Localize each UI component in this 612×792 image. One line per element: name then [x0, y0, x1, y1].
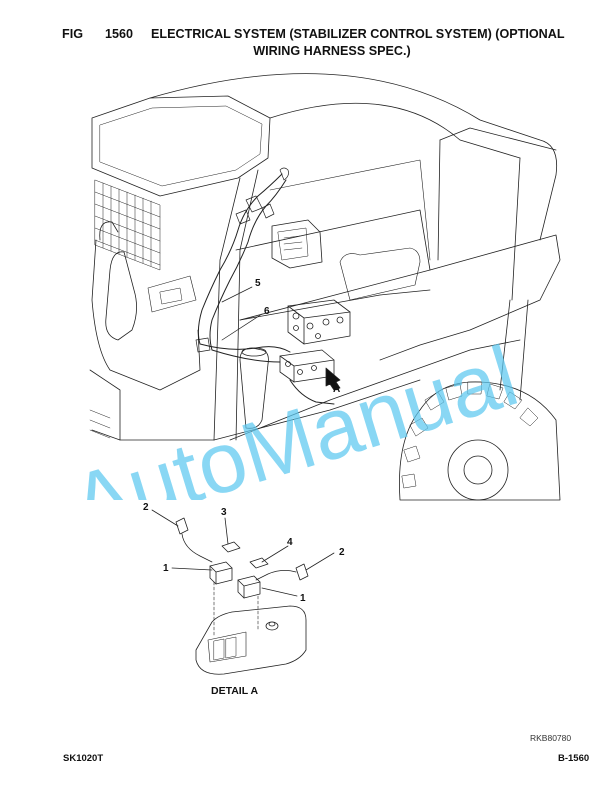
stabilizer-valve-block [279, 299, 351, 383]
callout-1-right: 1 [300, 593, 306, 604]
callout-4: 4 [287, 537, 293, 548]
figure-title-line-1: ELECTRICAL SYSTEM (STABILIZER CONTROL SY… [151, 27, 565, 41]
callout-2-left: 2 [143, 502, 149, 513]
fig-label: FIG [62, 27, 83, 41]
callout-5: 5 [255, 278, 261, 289]
header-line-1: FIG 1560 ELECTRICAL SYSTEM (STABILIZER CON… [62, 27, 565, 41]
callout-2-right: 2 [339, 547, 345, 558]
callout-3: 3 [221, 507, 227, 518]
footer-page-number: B-1560 [558, 753, 590, 764]
detail-a-caption: DETAIL A [211, 685, 259, 697]
detail-a-drawing [151, 509, 335, 675]
drawing-reference-code: RKB80780 [530, 733, 572, 743]
fig-number: 1560 [105, 27, 134, 41]
footer-model: SK1020T [63, 753, 104, 764]
callout-6: 6 [264, 306, 270, 317]
callout-detail-a: A [333, 384, 340, 395]
figure-title-line-2: WIRING HARNESS SPEC.) [253, 44, 411, 58]
callout-1-left: 1 [163, 563, 169, 574]
wiring-harness [195, 167, 335, 405]
machine-cab-drawing [89, 73, 561, 501]
front-tire-drawing [399, 381, 561, 501]
